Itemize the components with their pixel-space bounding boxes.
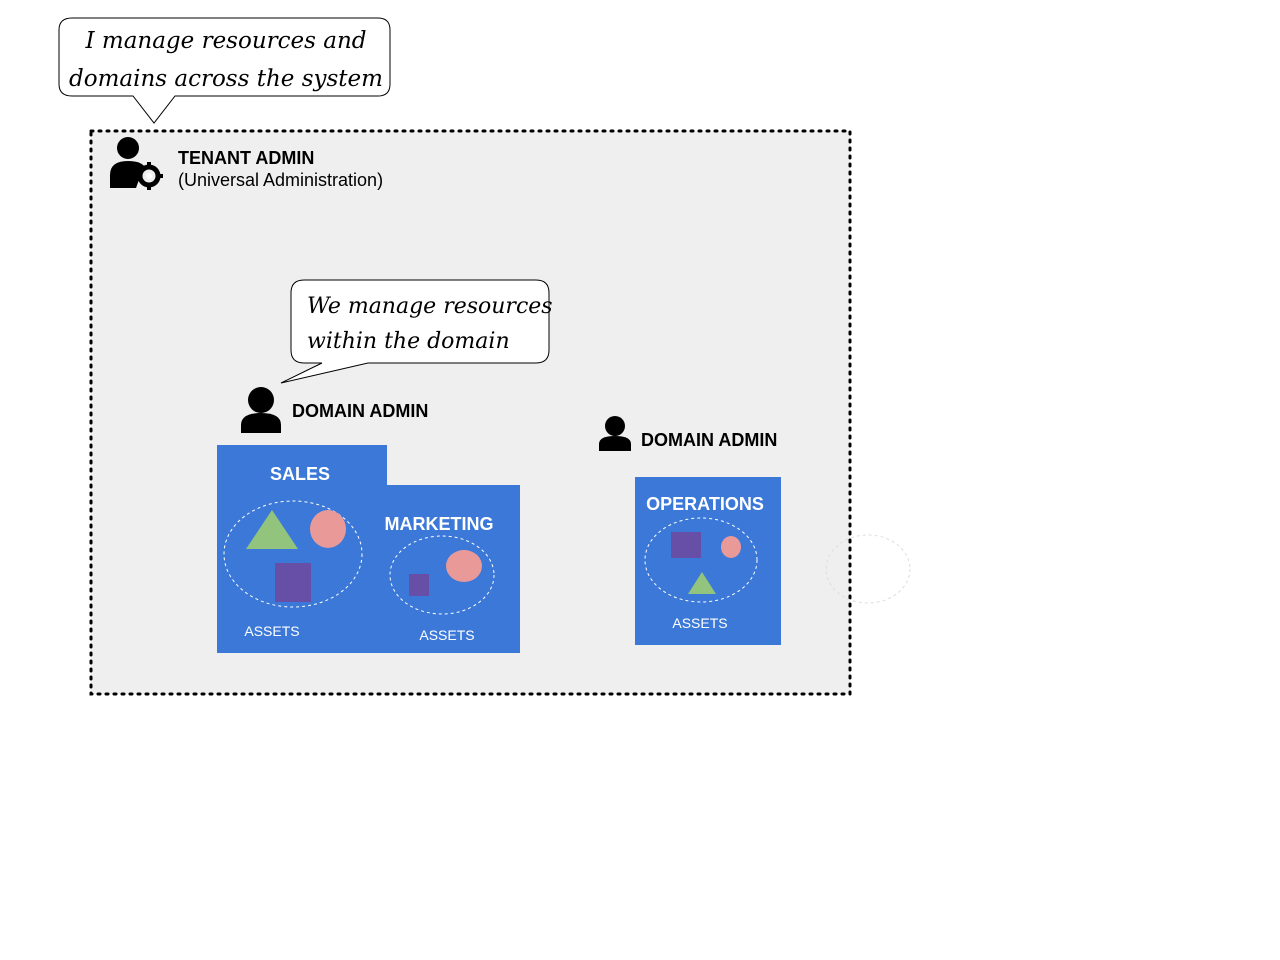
tenant-bubble-line-2: domains across the system: [69, 66, 383, 92]
operations-assets-group: [644, 517, 758, 603]
sales-assets-label: ASSETS: [244, 623, 299, 639]
operations-assets-label: ASSETS: [672, 615, 727, 631]
tenant-admin-title: TENANT ADMIN: [178, 148, 314, 168]
domain-admin-title-1: DOMAIN ADMIN: [292, 401, 428, 421]
square-asset: [275, 563, 311, 602]
square-asset: [409, 574, 429, 596]
tenant-admin-subtitle: (Universal Administration): [178, 170, 383, 190]
sales-assets-group: [223, 500, 363, 608]
faint-outline-shape: [825, 534, 911, 604]
circle-asset: [721, 536, 741, 558]
domain-bubble-line-2: within the domain: [307, 329, 510, 354]
domain-sales-name: SALES: [270, 464, 330, 484]
domain-marketing: MARKETING ASSETS: [374, 485, 520, 653]
domain-marketing-name: MARKETING: [385, 514, 494, 534]
domain-speech-bubble: We manage resources within the domain: [280, 279, 553, 384]
domain-operations: OPERATIONS ASSETS: [635, 477, 781, 645]
domain-operations-name: OPERATIONS: [646, 494, 764, 514]
marketing-assets-group: [389, 535, 495, 615]
person-icon: [241, 387, 281, 433]
tenant-speech-bubble: I manage resources and domains across th…: [58, 17, 391, 124]
person-icon: [599, 416, 631, 451]
circle-asset: [446, 550, 482, 582]
marketing-assets-label: ASSETS: [419, 627, 474, 643]
tenant-bubble-line-1: I manage resources and: [84, 28, 366, 54]
triangle-asset: [246, 510, 298, 549]
domain-sales: SALES ASSETS: [217, 445, 387, 653]
triangle-asset: [688, 572, 716, 594]
square-asset: [671, 532, 701, 558]
circle-asset: [310, 510, 346, 548]
domain-bubble-line-1: We manage resources: [307, 294, 553, 319]
domain-admin-title-2: DOMAIN ADMIN: [641, 430, 777, 450]
admin-gear-icon: [110, 137, 163, 190]
